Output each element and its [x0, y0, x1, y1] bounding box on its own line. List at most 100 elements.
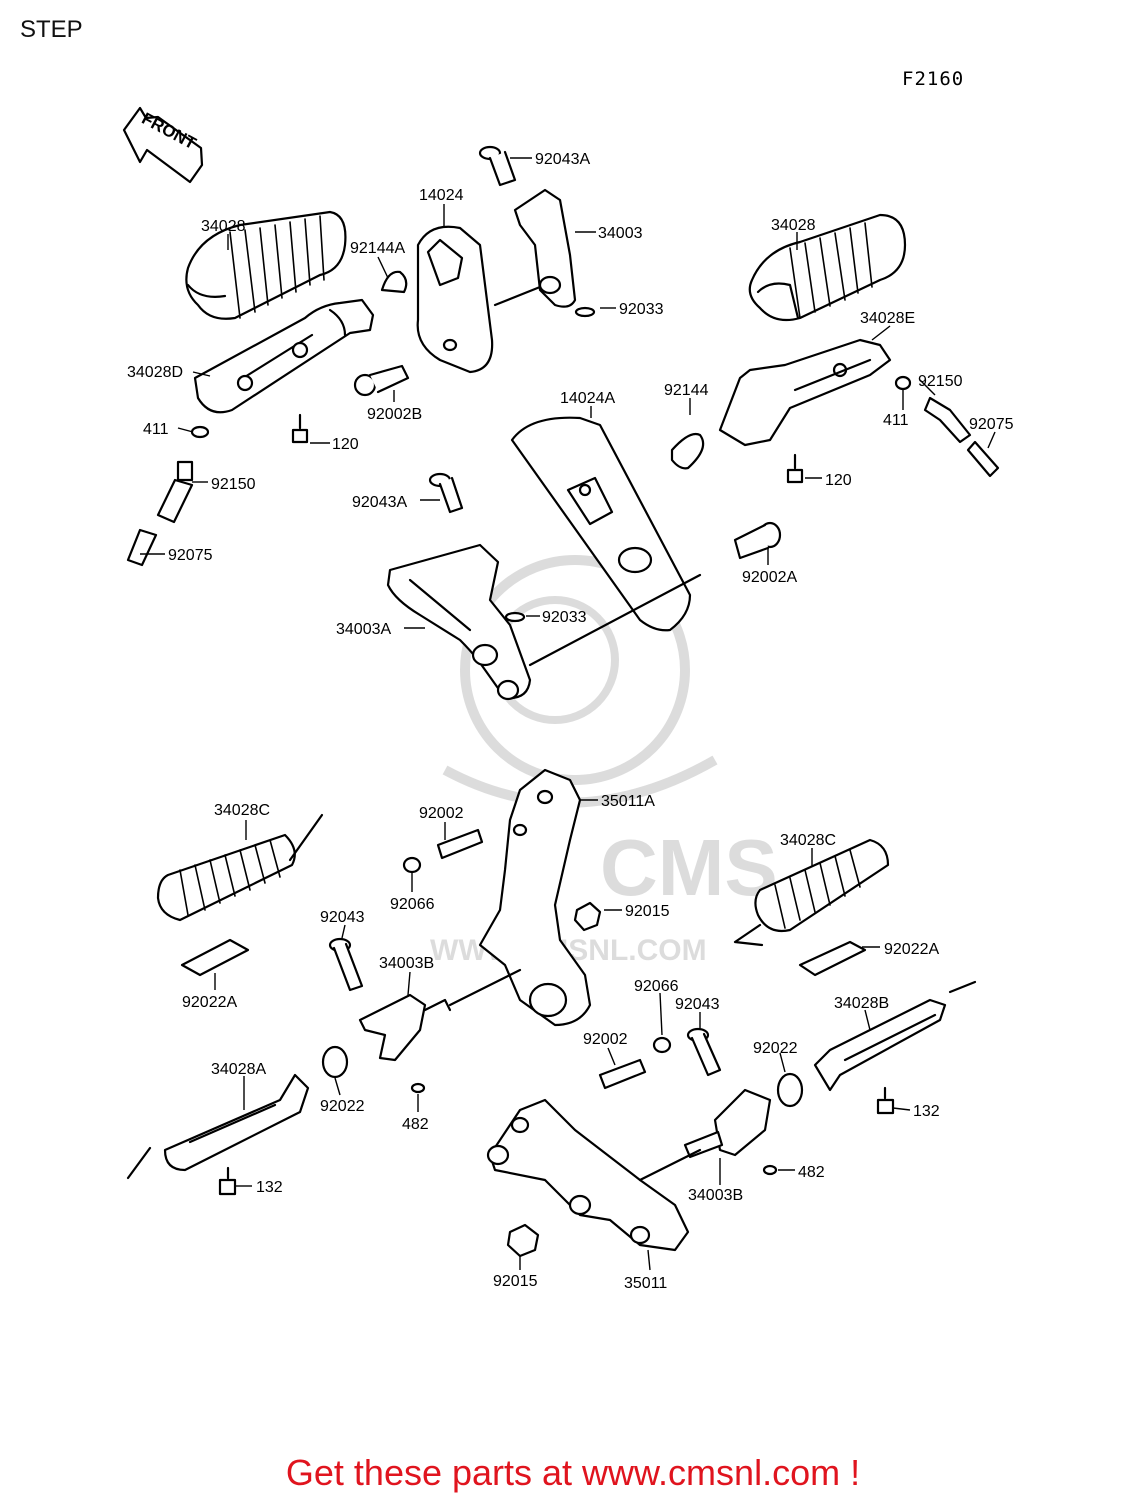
- bolt-92002-a: [436, 828, 484, 860]
- part-label-92015: 92015: [625, 903, 670, 920]
- grip-34028c-right: [754, 838, 890, 933]
- part-label-132: 132: [256, 1179, 283, 1196]
- part-label-92043a: 92043A: [535, 151, 590, 168]
- pin-92150-left: [156, 460, 194, 524]
- part-label-92002: 92002: [583, 1031, 628, 1048]
- part-label-92144a: 92144A: [350, 240, 405, 257]
- heel-guard-14024a: [510, 416, 692, 632]
- front-arrow-icon: FRONT: [122, 106, 204, 184]
- arm-35011a: [478, 768, 592, 1027]
- clip-482-right: [762, 1164, 778, 1176]
- part-label-92033: 92033: [542, 609, 587, 626]
- bolt-132-right: [876, 1086, 895, 1115]
- bracket-34003a: [386, 543, 532, 701]
- nut-92066-b: [652, 1036, 672, 1054]
- part-label-92022a: 92022A: [182, 994, 237, 1011]
- part-label-482: 482: [402, 1116, 429, 1133]
- pin-92043a-mid: [428, 472, 464, 514]
- bolt-120-right: [786, 453, 804, 484]
- part-label-92066: 92066: [634, 978, 679, 995]
- footpeg-34028b: [813, 998, 947, 1092]
- bolt-92002a: [733, 521, 782, 560]
- part-label-92033: 92033: [619, 301, 664, 318]
- leader-line-2: [528, 573, 702, 667]
- nut-92015-a: [573, 901, 602, 932]
- part-label-411: 411: [883, 412, 909, 429]
- part-label-92002: 92002: [419, 805, 464, 822]
- pin-92043-right: [686, 1027, 722, 1077]
- clip-482-left: [410, 1082, 426, 1094]
- nut-92015-b: [506, 1223, 540, 1258]
- arm-35011: [486, 1098, 690, 1252]
- leader-line-4: [733, 923, 764, 947]
- washer-92022-left: [321, 1045, 349, 1079]
- part-label-34003: 34003: [598, 225, 643, 242]
- clip-92033-mid: [504, 611, 526, 623]
- part-label-92022: 92022: [320, 1098, 365, 1115]
- pin-92150-right: [923, 396, 972, 444]
- part-label-92043: 92043: [675, 996, 720, 1013]
- part-label-14024: 14024: [419, 187, 464, 204]
- part-label-92075: 92075: [969, 416, 1014, 433]
- bracket-34003b-left: [358, 993, 452, 1062]
- washer-92022-right: [776, 1072, 804, 1108]
- part-label-34028a: 34028A: [211, 1061, 266, 1078]
- bolt-92002-b: [598, 1058, 647, 1090]
- cap-92075-left: [126, 528, 158, 567]
- part-label-120: 120: [332, 436, 359, 453]
- part-label-92075: 92075: [168, 547, 213, 564]
- bolt-120-left: [291, 413, 309, 444]
- part-label-92150: 92150: [918, 373, 963, 390]
- clip-92033-top: [574, 306, 596, 318]
- part-label-35011: 35011: [624, 1275, 667, 1292]
- leader-line-6: [126, 1146, 152, 1180]
- part-label-34003b: 34003B: [688, 1187, 743, 1204]
- part-label-92015: 92015: [493, 1273, 538, 1290]
- part-label-411: 411: [143, 421, 169, 438]
- spring-92144a: [380, 270, 408, 294]
- part-label-92002b: 92002B: [367, 406, 422, 423]
- part-label-34028c: 34028C: [780, 832, 836, 849]
- part-label-92144: 92144: [664, 382, 709, 399]
- part-label-34003a: 34003A: [336, 621, 391, 638]
- bolt-132-left: [218, 1166, 237, 1196]
- part-label-34028b: 34028B: [834, 995, 889, 1012]
- footpeg-34028a: [163, 1073, 310, 1172]
- part-label-14024a: 14024A: [560, 390, 615, 407]
- leader-line-3: [288, 813, 324, 862]
- part-label-92022: 92022: [753, 1040, 798, 1057]
- pin-92043a-top: [478, 145, 517, 187]
- heel-guard-14024: [416, 225, 494, 374]
- bracket-34003b-right: [683, 1088, 772, 1159]
- part-label-92066: 92066: [390, 896, 435, 913]
- grip-34028c-left: [156, 833, 296, 922]
- part-label-132: 132: [913, 1103, 940, 1120]
- rubber-footpeg-34028-left: [185, 210, 347, 320]
- footpeg-bracket-34028d: [193, 298, 375, 414]
- part-label-482: 482: [798, 1164, 825, 1181]
- spring-92144: [670, 432, 705, 470]
- part-label-34028e: 34028E: [860, 310, 915, 327]
- footpeg-bracket-34028e: [718, 338, 892, 447]
- leader-line-5: [448, 968, 522, 1007]
- part-label-34028c: 34028C: [214, 802, 270, 819]
- leader-line: [493, 283, 547, 307]
- washer-411-left: [190, 425, 210, 439]
- rubber-footpeg-34028-right: [748, 213, 907, 322]
- figure-code: F2160: [902, 68, 965, 90]
- part-label-34003b: 34003B: [379, 955, 434, 972]
- part-label-120: 120: [825, 472, 852, 489]
- part-label-34028d: 34028D: [127, 364, 183, 381]
- part-label-92043a: 92043A: [352, 494, 407, 511]
- part-label-34028: 34028: [201, 218, 246, 235]
- bolt-92002b: [353, 364, 410, 397]
- part-label-35011a: 35011A: [601, 793, 655, 810]
- part-label-92150: 92150: [211, 476, 256, 493]
- part-label-92002a: 92002A: [742, 569, 797, 586]
- part-label-34028: 34028: [771, 217, 816, 234]
- page-title: STEP: [20, 16, 83, 43]
- washer-411-right: [894, 375, 912, 391]
- pin-92043-left: [328, 937, 364, 992]
- leader-line-8: [638, 1148, 702, 1182]
